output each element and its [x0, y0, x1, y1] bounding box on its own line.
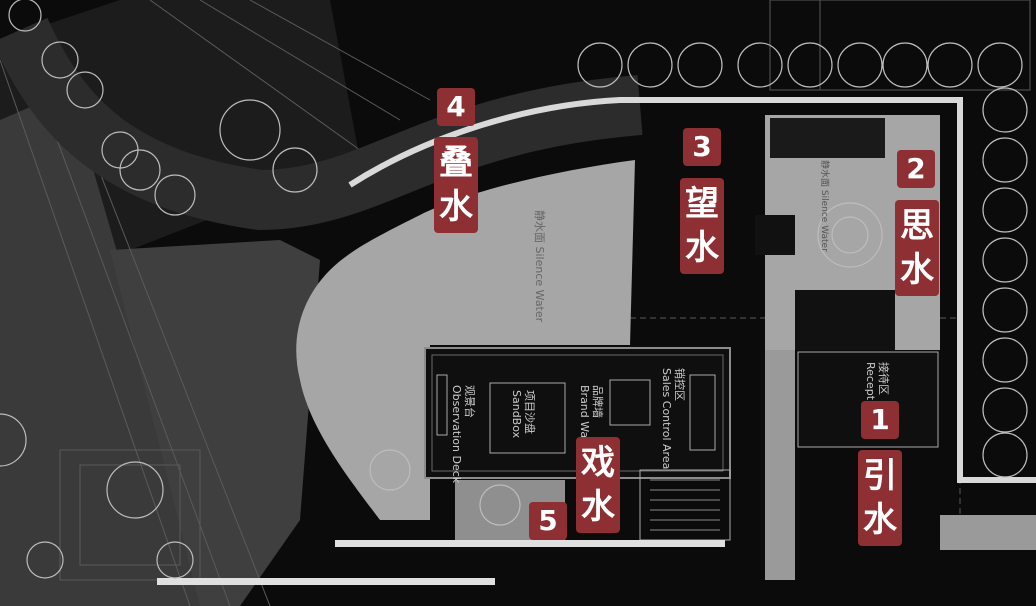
zone-2-name: 思 水: [895, 200, 939, 296]
zone-1-number: 1: [861, 401, 899, 439]
zone-3-number: 3: [683, 128, 721, 166]
elevator: [609, 379, 651, 426]
site-boundary-line: [348, 97, 1036, 483]
observation-deck-cn: 观景台: [463, 385, 476, 418]
sandbox-table: [489, 382, 566, 454]
silence-water-pool: [296, 160, 635, 520]
curved-road: [0, 17, 643, 231]
trees: [0, 0, 1028, 579]
brand-wall-label: 品牌墙 Brand Wall: [578, 385, 604, 444]
sandbox-label: 项目沙盘 SandBox: [510, 390, 536, 438]
zone-5-name: 戏 水: [576, 437, 620, 533]
right-silence-water-en: Silence Water: [819, 189, 829, 252]
sandbox-en: SandBox: [510, 390, 523, 439]
sandbox-cn: 项目沙盘: [523, 390, 536, 434]
right-water-blocks: [770, 118, 885, 158]
right-silence-water-cn: 静水面: [819, 160, 829, 188]
sales-control-label: 销控区 Sales Control Area: [660, 368, 686, 469]
sales-control-en: Sales Control Area: [660, 368, 673, 470]
zone-1-name: 引 水: [858, 450, 902, 546]
zone-4-name: 叠 水: [434, 137, 478, 233]
brand-wall-en: Brand Wall: [578, 385, 591, 445]
silence-water-en: Silence Water: [533, 246, 546, 323]
zone-2-number: 2: [897, 150, 935, 188]
zone-5-number: 5: [529, 502, 567, 540]
silence-water-label: 静水面 Silence Water: [532, 210, 548, 322]
zone-4-number: 4: [437, 88, 475, 126]
sales-control-cn: 销控区: [673, 368, 686, 401]
right-silence-water-label: 静水面 Silence Water: [819, 160, 832, 252]
entry-path: [765, 350, 795, 580]
brand-wall-cn: 品牌墙: [591, 385, 604, 418]
silence-water-cn: 静水面: [533, 210, 546, 243]
observation-deck-en: Observation Deck: [450, 385, 463, 484]
observation-deck-label: 观景台 Observation Deck: [450, 385, 476, 483]
zone-3-name: 望 水: [680, 178, 724, 274]
